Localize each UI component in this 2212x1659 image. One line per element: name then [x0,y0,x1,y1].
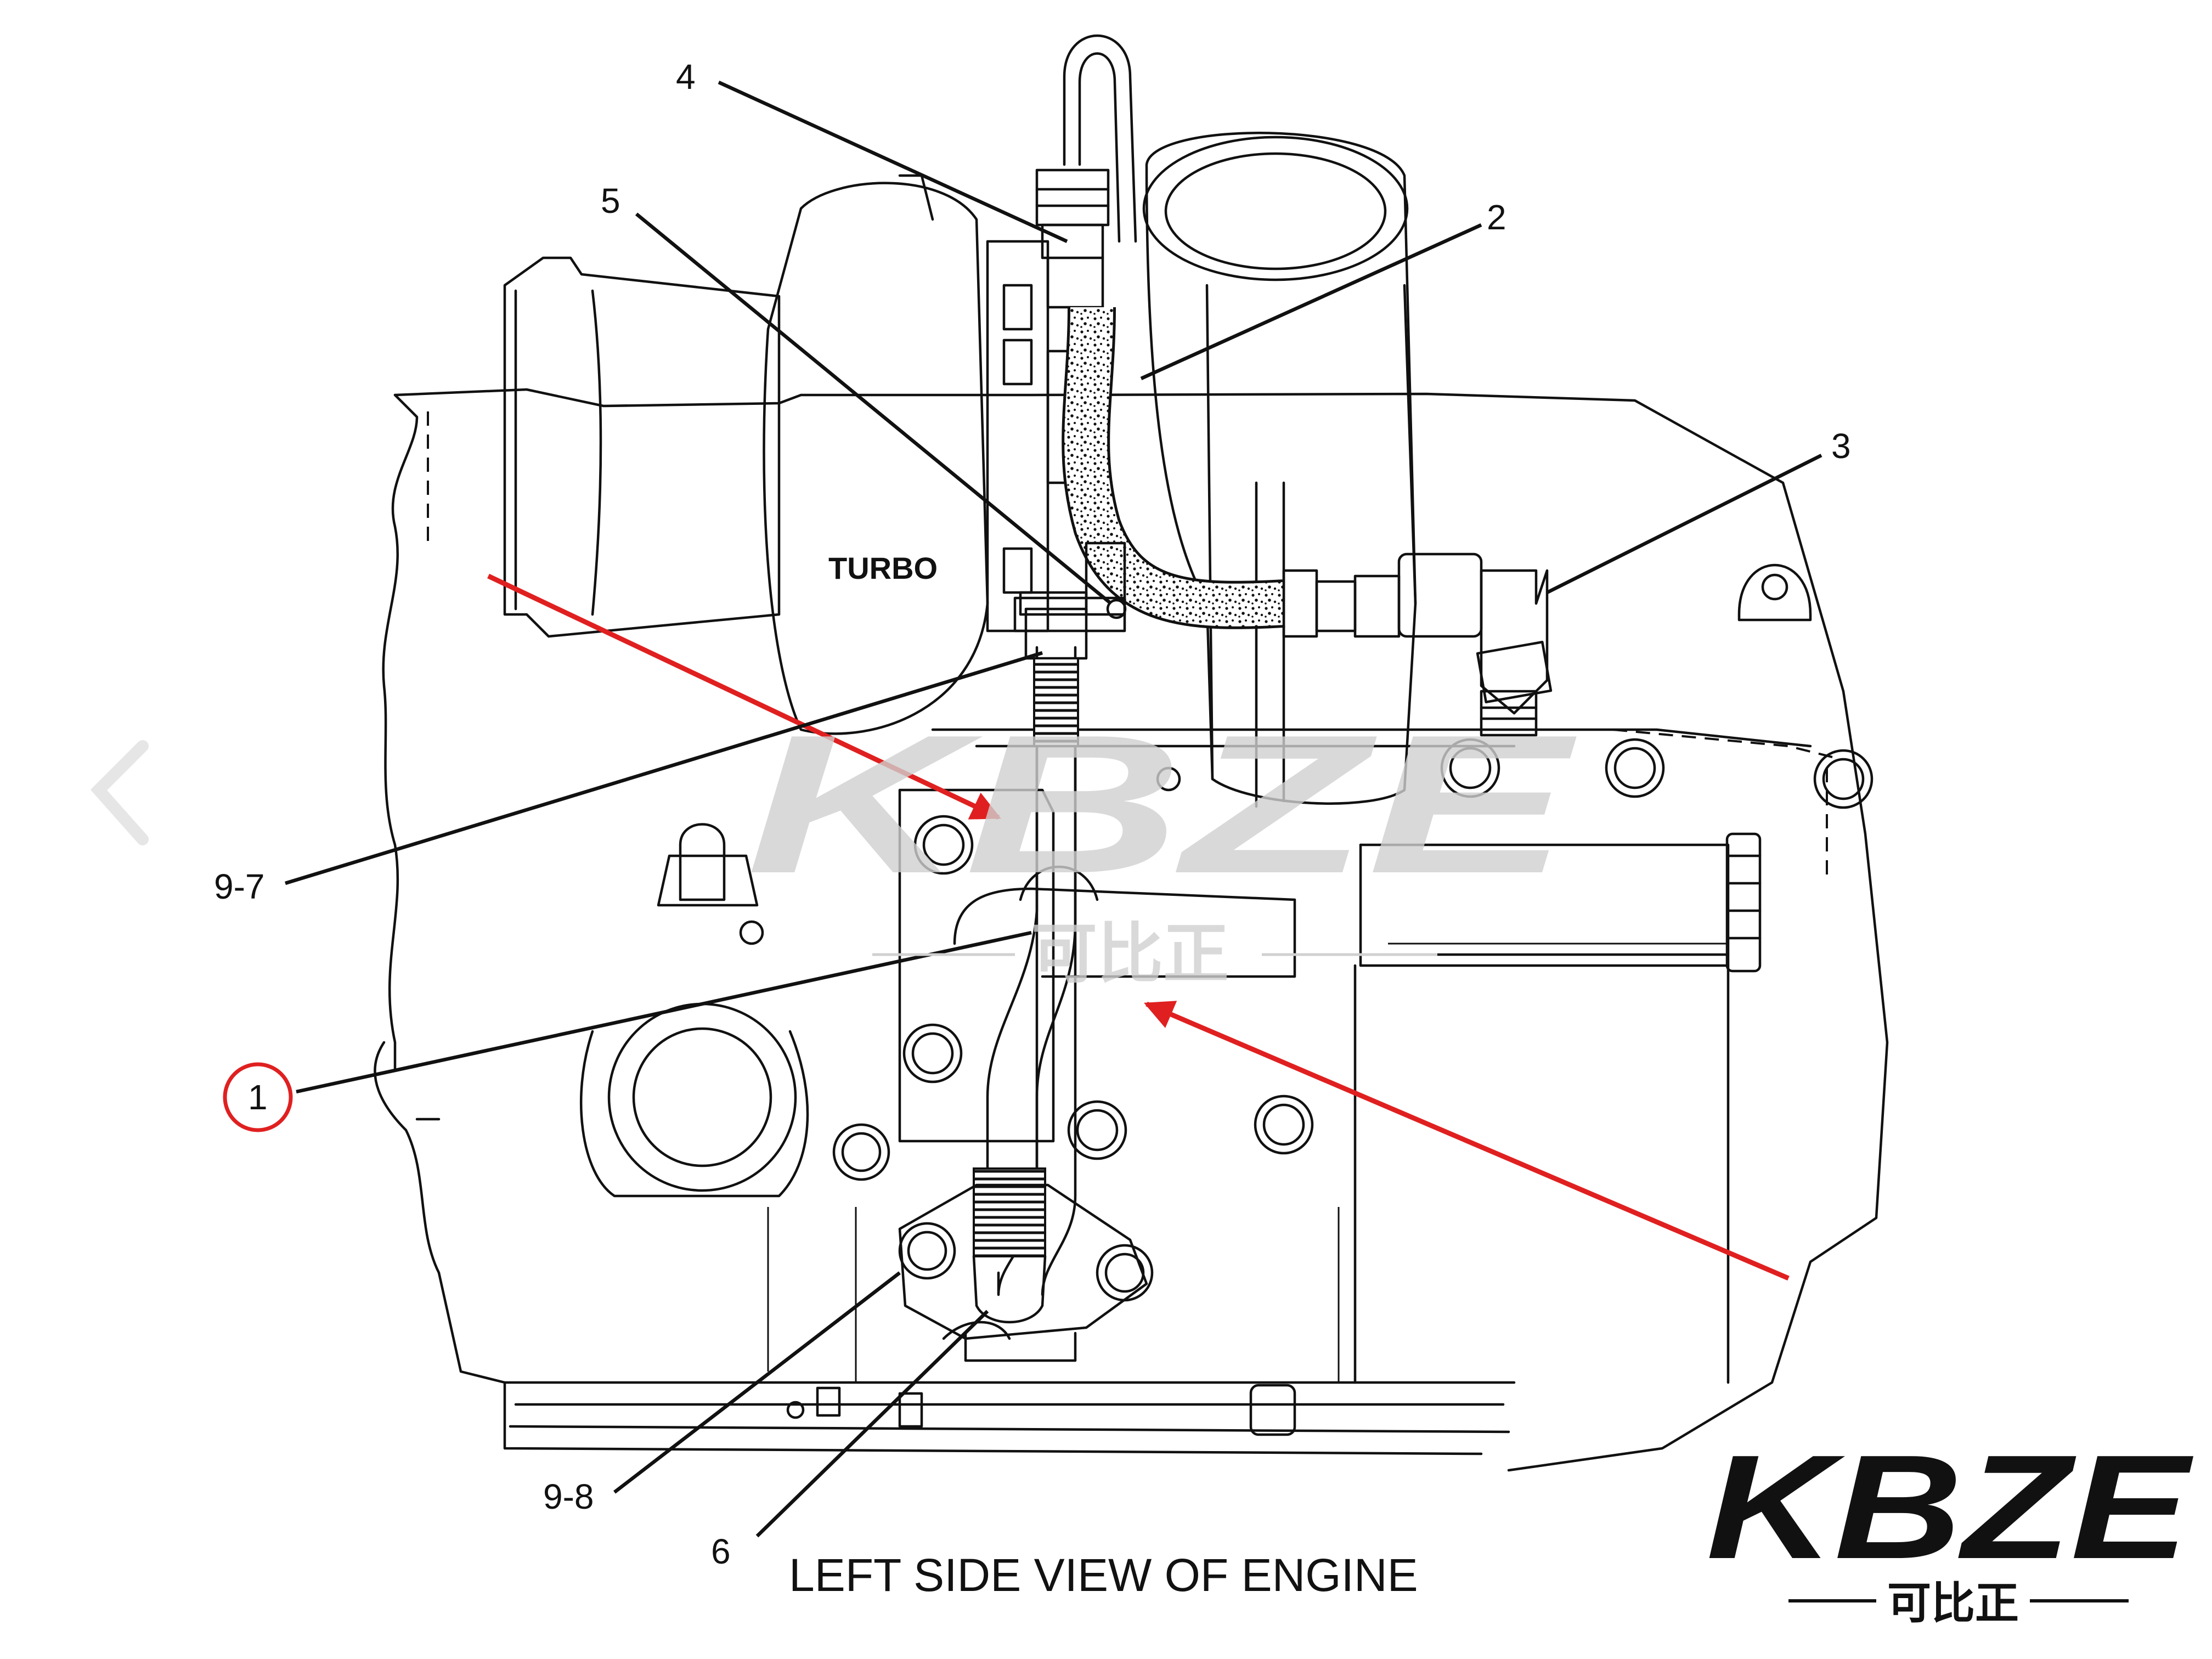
callout-4: 4 [676,57,696,97]
red-arrow-right [1144,1001,1790,1281]
highlight-circle-1 [223,1062,293,1132]
callout-9-8: 9-8 [543,1477,594,1516]
callout-6: 6 [711,1532,731,1571]
red-arrow-left [487,573,1001,820]
callout-9-7: 9-7 [214,867,265,906]
leader-lines [285,81,1822,1538]
brand-logo-chinese: 可比正 [1887,1578,2019,1629]
chevron-left-icon [90,740,149,845]
brand-logo-text: KBZE [1706,1425,2196,1590]
callout-1: 1 [248,1077,268,1117]
callout-3: 3 [1831,426,1851,466]
view-caption: LEFT SIDE VIEW OF ENGINE [789,1549,1418,1601]
callout-2: 2 [1487,198,1506,237]
turbo-label: TURBO [828,551,938,585]
callouts: 4 5 2 3 9-7 1 9-8 6 [214,57,1851,1571]
oil-supply-line [1013,34,1553,737]
watermark: KBZE 可比正 [90,694,1580,992]
brand-logo: KBZE 可比正 [1706,1425,2196,1629]
oil-drain-tube [898,591,1148,1362]
watermark-text: KBZE [746,694,1580,915]
watermark-chinese: 可比正 [1031,916,1229,992]
turbocharger: TURBO [503,132,1417,808]
red-arrows [487,573,1790,1281]
callout-5: 5 [601,181,620,221]
